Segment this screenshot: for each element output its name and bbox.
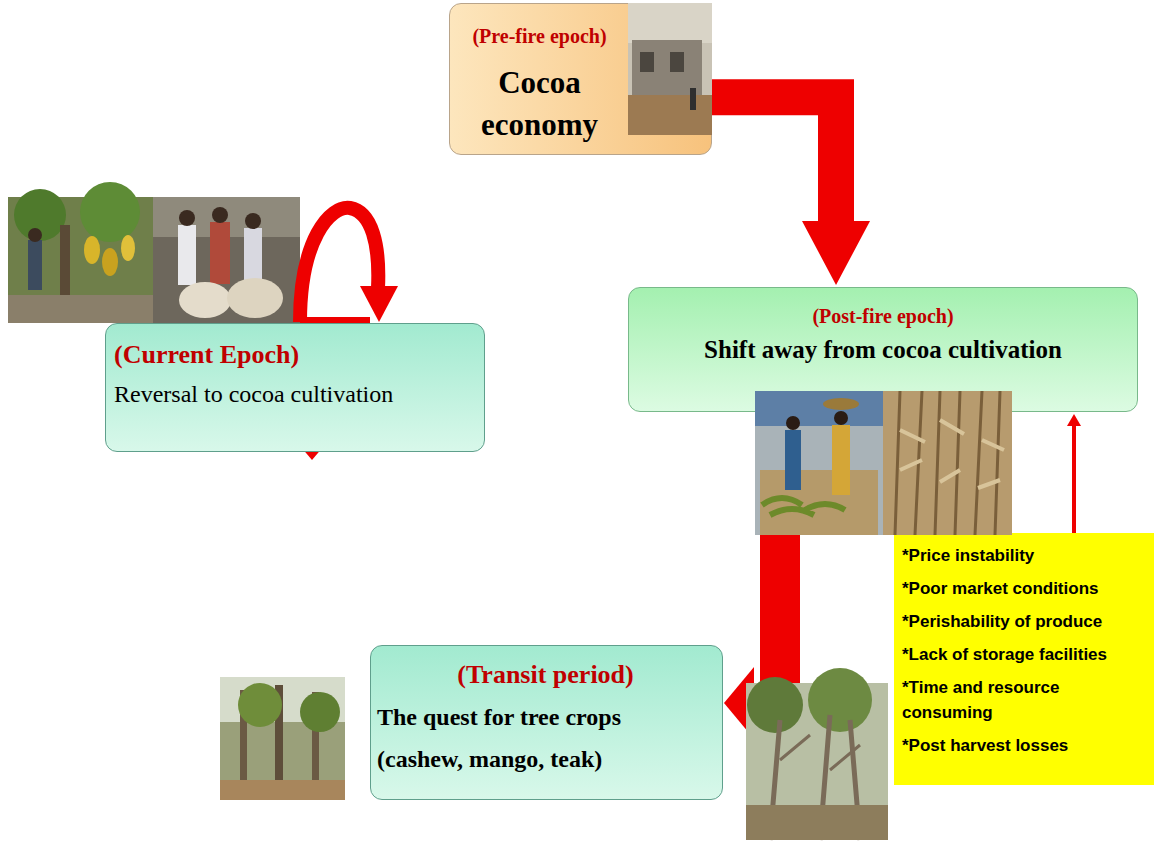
epoch-box: (Pre-fire epoch) Cocoa economy — [449, 3, 712, 155]
epoch-text: The quest for tree crops — [377, 700, 714, 734]
flow-arrow — [712, 97, 870, 285]
arrow-shaft — [754, 412, 780, 703]
epoch-text: Shift away from cocoa cultivation — [639, 334, 1127, 366]
market-photo — [755, 391, 883, 535]
flow-arrow — [724, 412, 780, 739]
epoch-box: (Post-fire epoch) Shift away from cocoa c… — [628, 287, 1138, 412]
arrow-head — [724, 667, 754, 739]
epoch-heading: (Transit period) — [377, 658, 714, 692]
factor-box: *Price instability *Poor market condition… — [894, 533, 1154, 785]
factor-item: *Lack of storage facilities — [902, 642, 1148, 667]
arrow-head — [1067, 414, 1081, 426]
arrow-shaft — [712, 97, 836, 221]
building-photo — [628, 3, 712, 135]
epoch-text: Reversal to cocoa cultivation — [114, 378, 476, 410]
epoch-text: (cashew, mango, teak) — [377, 742, 714, 776]
arrow-shaft — [1072, 426, 1076, 533]
flow-arrow — [1067, 414, 1081, 533]
cocoa-tree-photo — [8, 182, 153, 323]
loop-arrow — [300, 208, 398, 322]
maize-photo — [883, 391, 1012, 535]
arrow-head — [802, 221, 870, 285]
factor-item: *Price instability — [902, 543, 1148, 568]
factor-item: *Post harvest losses — [902, 733, 1148, 758]
factor-item: *Perishability of produce — [902, 609, 1148, 634]
epoch-heading: (Post-fire epoch) — [639, 302, 1127, 330]
cocoa-sacks-photo — [153, 197, 300, 323]
epoch-text: Cocoa economy — [460, 62, 619, 146]
epoch-heading: (Current Epoch) — [114, 338, 476, 372]
epoch-box: (Transit period) The quest for tree crops… — [370, 645, 723, 800]
factor-item: *Time and resource consuming — [902, 675, 1148, 725]
epoch-heading: (Pre-fire epoch) — [460, 22, 619, 50]
cashew-photo — [746, 668, 888, 840]
factor-item: *Poor market conditions — [902, 576, 1148, 601]
teak-photo — [220, 677, 345, 800]
epoch-box: (Current Epoch) Reversal to cocoa cultiva… — [105, 323, 485, 452]
